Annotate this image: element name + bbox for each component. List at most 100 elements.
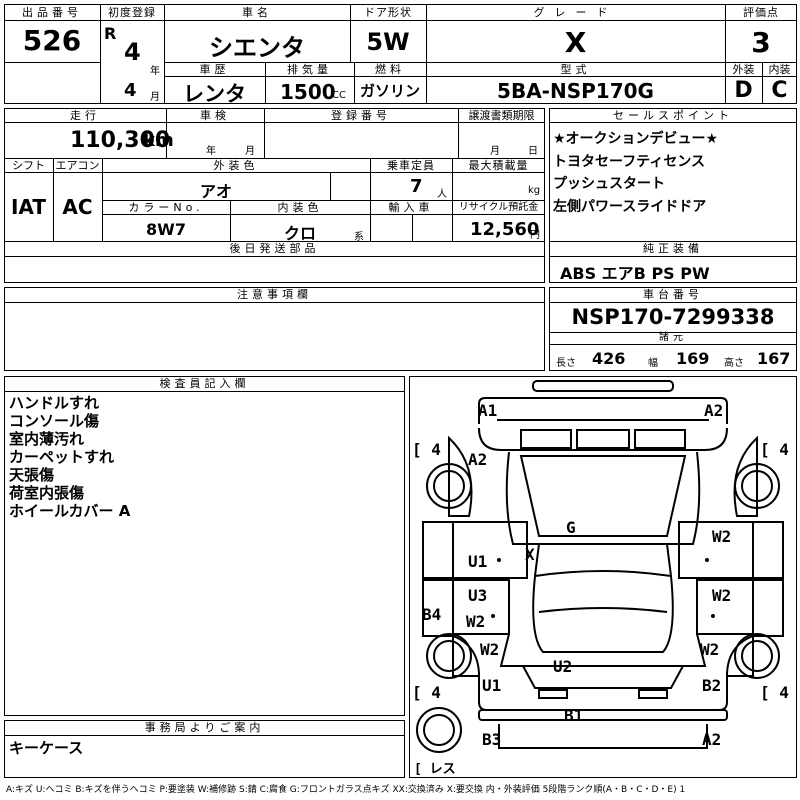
recycle-header: リサイクル預託金 [458, 202, 539, 213]
exterior-score: D [734, 78, 753, 103]
office-header: 事務局よりご案内 [144, 721, 265, 734]
notes-block [4, 287, 545, 371]
mark-front-door-right: W2 [712, 527, 732, 546]
mark-front-door-left: U1 [468, 552, 488, 571]
door-header: ドア形状 [364, 6, 412, 19]
mark-front-left: A1 [478, 401, 498, 420]
ext-color: アオ [199, 182, 232, 201]
mark-rear-lower-left: U1 [482, 676, 502, 695]
details-block [4, 108, 545, 283]
color-no-header: カラーNo. [128, 201, 204, 214]
first-reg-header: 初度登録 [108, 6, 156, 19]
int-color: クロ [283, 224, 316, 243]
max-load-unit: kg [528, 185, 541, 196]
mark-rear-qtr-left: W2 [480, 640, 500, 659]
inspection-year-unit: 年 [206, 146, 216, 157]
car-name-header: 車名 [242, 6, 272, 19]
inspection-header: 車検 [200, 109, 230, 122]
mark-rocker-left: B4 [422, 605, 442, 624]
inspector-note: ハンドルすれ [9, 394, 100, 412]
mark-rear-door-right: W2 [712, 586, 732, 605]
displacement: 1500 [280, 80, 336, 104]
length-label: 長さ [556, 358, 576, 369]
lot-number: 526 [22, 24, 82, 57]
max-load-header: 最大積載量 [468, 159, 529, 172]
car-name: シエンタ [209, 34, 305, 62]
sales-points-header: セールスポイント [613, 109, 733, 122]
mark-tire-fr: [ 4 [760, 440, 789, 459]
mark-rear-door-left-2: W2 [466, 612, 486, 631]
model-code: 5BA-NSP170G [497, 79, 654, 103]
chassis-block [549, 287, 797, 371]
specs-header: 諸元 [659, 332, 687, 343]
genuine-equip: ABS エアB PS PW [560, 264, 710, 283]
office-note: キーケース [9, 739, 84, 757]
history-header: 車歴 [199, 63, 230, 76]
interior-header: 内装 [768, 63, 791, 76]
sales-points-list: ★オークションデビュー★ トヨタセーフティセンス プッシュスタート 左側パワース… [553, 128, 718, 218]
inspector-notes-list: ハンドルすれ コンソール傷 室内薄汚れ カーペットすれ 天張傷 荷室内張傷 ホイ… [9, 394, 130, 520]
sales-point: プッシュスタート [553, 176, 665, 192]
first-reg-year: 4 [124, 38, 141, 66]
import-header: 輸入車 [388, 201, 434, 214]
inspector-note: 荷室内張傷 [9, 484, 85, 502]
fuel: ガソリン [359, 82, 420, 100]
mileage-header: 走行 [70, 109, 100, 122]
mark-front-right: A2 [704, 401, 724, 420]
ext-color-header: 外装色 [213, 159, 259, 172]
mark-rear-qtr-right: W2 [700, 640, 720, 659]
door-type: 5W [366, 28, 410, 56]
mileage-unit: km [143, 130, 174, 151]
inspector-header: 検査員記入欄 [159, 377, 250, 390]
mark-back-door: U2 [553, 657, 573, 676]
grade: X [564, 26, 587, 59]
mark-front-door-left-x: X [525, 545, 535, 564]
chassis-number: NSP170-7299338 [571, 305, 775, 329]
height-value: 167 [757, 349, 791, 368]
lot-number-header: 出品番号 [22, 6, 82, 19]
history: レンタ [183, 82, 246, 106]
shift: IAT [10, 195, 46, 219]
genuine-equip-header: 純正装備 [643, 242, 703, 255]
mark-spare: [ レス [414, 762, 456, 777]
inspection-month-unit: 月 [245, 146, 255, 157]
inspector-note: ホイールカバー A [9, 502, 131, 520]
sales-point: トヨタセーフティセンス [553, 153, 706, 170]
score-header: 評価点 [743, 6, 779, 19]
sales-point: 左側パワースライドドア [553, 198, 707, 215]
inspector-note: 室内薄汚れ [9, 430, 85, 448]
width-label: 幅 [648, 358, 658, 369]
shift-header: シフト [12, 159, 45, 172]
exterior-header: 外装 [732, 63, 755, 76]
model-header: 型式 [560, 63, 591, 76]
overall-score: 3 [751, 26, 771, 59]
inspector-note: 天張傷 [9, 466, 55, 484]
mark-hood-left: A2 [468, 450, 488, 469]
fuel-header: 燃料 [375, 63, 405, 76]
notes-header: 注意事項欄 [237, 288, 312, 301]
mark-rear-left: B3 [482, 730, 502, 749]
mark-tire-rr: [ 4 [760, 683, 789, 702]
mileage: 110,300 [70, 128, 171, 153]
color-no: 8W7 [146, 220, 186, 239]
sales-point: ★オークションデビュー★ [553, 131, 719, 147]
sales-points-block [549, 108, 797, 283]
capacity-header: 乗車定員 [387, 159, 435, 172]
transfer-day-unit: 日 [528, 146, 538, 157]
office-block [4, 720, 405, 778]
length-value: 426 [592, 349, 626, 368]
recycle-unit: 円 [530, 230, 540, 241]
capacity: 7 [410, 176, 423, 197]
width-value: 169 [676, 349, 710, 368]
first-reg-month-unit: 月 [150, 92, 160, 103]
reg-no-header: 登録番号 [331, 109, 391, 122]
mark-roof: G [566, 518, 576, 537]
transfer-header: 譲渡書類期限 [468, 109, 535, 122]
mark-rear-bumper-top: B1 [564, 706, 584, 725]
aircon-header: エアコン [55, 159, 100, 172]
int-color-unit: 系 [354, 232, 364, 243]
mark-rear-lower-right: B2 [702, 676, 722, 695]
first-reg-year-unit: 年 [150, 66, 160, 77]
mark-rear-right: A2 [702, 730, 722, 749]
